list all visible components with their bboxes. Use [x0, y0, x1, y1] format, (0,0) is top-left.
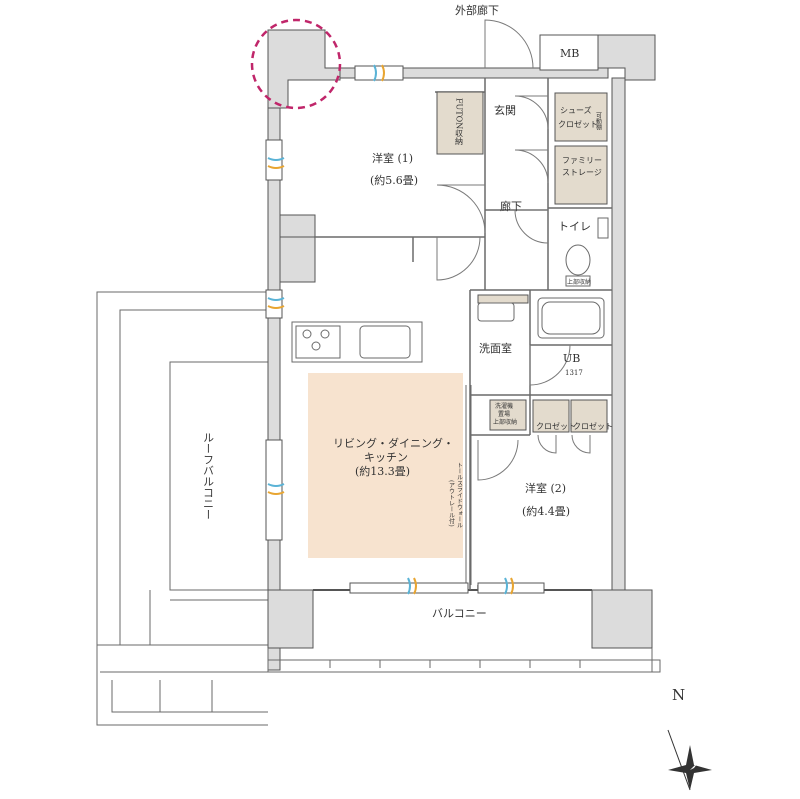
- wall-bottom-right: [591, 589, 653, 649]
- highlight-marker-circle: [250, 18, 342, 110]
- closet-a-box: [532, 399, 570, 433]
- movable-shelf-label: 可動棚: [595, 112, 602, 131]
- balcony-area: [267, 648, 661, 673]
- slide-wall-label-2: (アウトレール付): [448, 480, 455, 527]
- entrance-label: 玄関: [494, 103, 516, 117]
- washroom-label: 洗面室: [479, 341, 512, 355]
- doors: [436, 19, 591, 481]
- futon-storage-label: FUTON収納: [455, 98, 464, 146]
- room2-name: 洋室 (2): [525, 481, 566, 495]
- ldk-size: (約13.3畳): [355, 464, 410, 478]
- ub-size: 1317: [565, 369, 583, 377]
- shoes-closet-label-1: シューズ: [560, 105, 592, 115]
- kitchen-counter: [291, 321, 423, 363]
- bathroom-fixtures: [477, 217, 609, 339]
- toilet-label: トイレ: [558, 220, 591, 233]
- ldk-label-2: キッチン: [364, 451, 408, 464]
- wall-block-top-left: [267, 29, 341, 109]
- wash-storage-top: [477, 294, 529, 304]
- balcony-label: バルコニー: [432, 607, 487, 620]
- north-compass: N: [667, 686, 712, 791]
- ldk-highlight: [308, 373, 463, 558]
- wall-left: [267, 107, 281, 671]
- outer-walls: [267, 29, 656, 671]
- family-storage-label-2: ストレージ: [562, 168, 602, 177]
- room1-size: (約5.6畳): [370, 173, 418, 187]
- north-label: N: [672, 686, 685, 704]
- ub-label: UB: [563, 352, 580, 365]
- laundry-label-2: 置場: [498, 410, 510, 418]
- wall-notch-2: [279, 236, 316, 283]
- family-storage: [554, 145, 608, 205]
- closet-a-label: クロゼット: [536, 421, 576, 431]
- mb-label: MB: [560, 47, 579, 60]
- shoes-closet: [554, 92, 608, 142]
- corridor-label: 外部廊下: [455, 3, 499, 17]
- wash-upper-storage-label: 上部収納: [493, 418, 517, 426]
- ldk-label-1: リビング・ダイニング・: [333, 436, 454, 450]
- storage-fills: [436, 91, 608, 433]
- toilet-upper-storage-label: 上部収納: [567, 278, 591, 286]
- wall-notch-1: [279, 214, 316, 238]
- room2-size: (約4.4畳): [522, 504, 570, 518]
- closet-b-label: クロゼット: [573, 421, 613, 431]
- closet-b-box: [570, 399, 608, 433]
- hallway-label: 廊下: [500, 199, 522, 213]
- wall-right: [611, 77, 626, 599]
- laundry-label-1: 洗濯機: [495, 402, 513, 410]
- shoes-closet-label-2: クロゼット: [558, 119, 598, 129]
- futon-storage: [436, 91, 484, 155]
- ventilation-markers: [267, 64, 514, 595]
- upper-storage-wash-box: [489, 399, 527, 431]
- wall-bottom-left: [267, 589, 314, 649]
- roof-balcony-label: ルーフバルコニー: [202, 432, 215, 520]
- family-storage-label-1: ファミリー: [562, 156, 602, 165]
- slide-wall-label-1: トールスライドウォール: [456, 462, 463, 528]
- interior-walls: [315, 78, 612, 590]
- room1-name: 洋室 (1): [372, 151, 413, 165]
- wall-top: [339, 67, 609, 79]
- roof-balcony-area: [96, 291, 268, 726]
